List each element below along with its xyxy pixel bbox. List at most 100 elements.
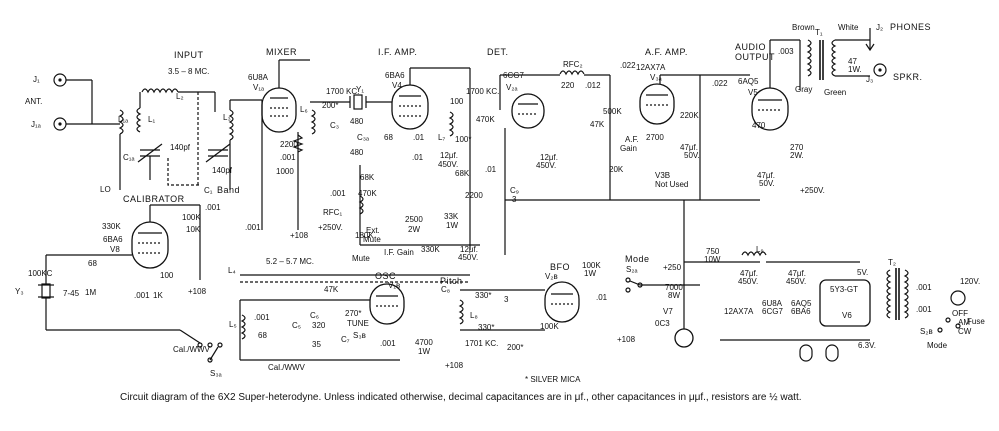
tube-v2a: 6CG7 V₂ₐ bbox=[503, 71, 545, 129]
svg-text:+108: +108 bbox=[445, 361, 464, 370]
svg-text:.003: .003 bbox=[778, 47, 794, 56]
svg-text:100K: 100K bbox=[540, 322, 559, 331]
svg-text:47μf.: 47μf. bbox=[757, 171, 775, 180]
svg-text:L₈: L₈ bbox=[470, 311, 478, 320]
section-af-amp: A.F. AMP. bbox=[645, 47, 688, 57]
label-silver-mica: * SILVER MICA bbox=[525, 375, 581, 384]
choke-l9: L₉ bbox=[741, 245, 767, 257]
svg-text:V₂ʙ: V₂ʙ bbox=[545, 272, 558, 281]
coil-l8 bbox=[458, 299, 464, 325]
svg-text:.001: .001 bbox=[330, 189, 346, 198]
svg-text:J₃: J₃ bbox=[866, 75, 873, 84]
svg-text:470K: 470K bbox=[476, 115, 495, 124]
svg-text:50V.: 50V. bbox=[759, 179, 775, 188]
caption: Circuit diagram of the 6X2 Super-heterod… bbox=[120, 392, 802, 403]
section-bfo: BFO bbox=[550, 262, 570, 272]
svg-text:12μf.: 12μf. bbox=[540, 153, 558, 162]
svg-text:2500: 2500 bbox=[405, 215, 423, 224]
svg-text:120V.: 120V. bbox=[960, 277, 980, 286]
svg-text:Gray: Gray bbox=[795, 85, 812, 94]
svg-text:OFF: OFF bbox=[952, 309, 968, 318]
label-af-gain-2: Gain bbox=[620, 144, 637, 153]
svg-text:10K: 10K bbox=[186, 225, 201, 234]
svg-text:100K: 100K bbox=[182, 213, 201, 222]
svg-text:1700 KC.: 1700 KC. bbox=[466, 87, 499, 96]
svg-text:100*: 100* bbox=[455, 135, 471, 144]
svg-text:7000: 7000 bbox=[665, 283, 683, 292]
svg-text:.001: .001 bbox=[916, 283, 932, 292]
svg-text:+108: +108 bbox=[617, 335, 636, 344]
svg-text:L₆: L₆ bbox=[300, 105, 308, 114]
svg-text:V5: V5 bbox=[748, 88, 758, 97]
svg-text:+108: +108 bbox=[290, 231, 309, 240]
section-output: OUTPUT bbox=[735, 52, 775, 62]
svg-text:220K: 220K bbox=[680, 111, 699, 120]
svg-text:450V.: 450V. bbox=[786, 277, 806, 286]
svg-text:8W: 8W bbox=[668, 291, 680, 300]
section-mode: Mode bbox=[625, 254, 650, 264]
svg-text:RFC₂: RFC₂ bbox=[563, 60, 583, 69]
svg-text:C₁ₐ: C₁ₐ bbox=[123, 153, 135, 162]
svg-text:V3B: V3B bbox=[655, 171, 670, 180]
svg-text:500K: 500K bbox=[603, 107, 622, 116]
svg-text:C₃: C₃ bbox=[330, 121, 339, 130]
svg-text:20K: 20K bbox=[609, 165, 624, 174]
svg-text:1701 KC.: 1701 KC. bbox=[465, 339, 498, 348]
coil-l2: L₂ bbox=[141, 88, 184, 101]
section-det: DET. bbox=[487, 47, 509, 57]
svg-text:6BA6: 6BA6 bbox=[103, 235, 123, 244]
svg-text:Y₁: Y₁ bbox=[356, 85, 364, 94]
section-input: INPUT bbox=[174, 50, 204, 60]
svg-text:68: 68 bbox=[258, 331, 267, 340]
label-ext-mute-2: Mute bbox=[363, 235, 381, 244]
svg-text:50V.: 50V. bbox=[684, 151, 700, 160]
svg-text:140pf: 140pf bbox=[170, 143, 191, 152]
svg-text:6BA6: 6BA6 bbox=[385, 71, 405, 80]
svg-text:1000: 1000 bbox=[276, 167, 294, 176]
svg-text:Brown: Brown bbox=[792, 23, 815, 32]
svg-text:470K: 470K bbox=[358, 189, 377, 198]
svg-text:450V.: 450V. bbox=[458, 253, 478, 262]
svg-text:V₃ₐ: V₃ₐ bbox=[650, 73, 663, 82]
label-ant: ANT. bbox=[25, 97, 42, 106]
resistor-mix bbox=[292, 134, 304, 153]
section-pitch: Pitch bbox=[440, 276, 463, 286]
svg-text:V6: V6 bbox=[842, 311, 852, 320]
jack-j1: J₁ bbox=[33, 73, 92, 87]
coil-l3: L₃ bbox=[223, 109, 234, 141]
tube-v6: 5Y3-GT V6 bbox=[819, 279, 871, 327]
svg-text:L₁: L₁ bbox=[148, 115, 155, 124]
svg-text:4700: 4700 bbox=[415, 338, 433, 347]
section-input-range: 3.5 – 8 MC. bbox=[168, 67, 209, 76]
svg-text:J₂: J₂ bbox=[876, 23, 883, 32]
svg-text:68K: 68K bbox=[360, 173, 375, 182]
svg-text:200*: 200* bbox=[507, 343, 523, 352]
svg-text:47μf.: 47μf. bbox=[680, 143, 698, 152]
svg-text:6AQ5: 6AQ5 bbox=[791, 299, 812, 308]
svg-text:330*: 330* bbox=[478, 323, 494, 332]
lamp bbox=[950, 290, 966, 306]
pilot-lamps bbox=[799, 344, 839, 362]
svg-text:140pf: 140pf bbox=[212, 166, 233, 175]
svg-text:180K: 180K bbox=[355, 231, 374, 240]
svg-text:.01: .01 bbox=[485, 165, 497, 174]
svg-text:3: 3 bbox=[504, 295, 509, 304]
label-cal-wwv-1: Cal./WWV bbox=[173, 345, 211, 354]
svg-text:.012: .012 bbox=[585, 81, 601, 90]
svg-text:+250V.: +250V. bbox=[800, 186, 825, 195]
svg-text:2W.: 2W. bbox=[790, 151, 804, 160]
coil-l1a: L₁ₐ bbox=[118, 109, 129, 135]
svg-text:200*: 200* bbox=[322, 101, 338, 110]
tube-v4: 6BA6 V4 bbox=[385, 71, 429, 130]
svg-text:S₃ʙ: S₃ʙ bbox=[353, 331, 366, 340]
svg-text:2W: 2W bbox=[408, 225, 420, 234]
svg-text:Mode: Mode bbox=[927, 341, 948, 350]
svg-text:220: 220 bbox=[561, 81, 575, 90]
svg-text:+250V.: +250V. bbox=[318, 223, 343, 232]
svg-text:.001: .001 bbox=[280, 153, 296, 162]
svg-text:L₇: L₇ bbox=[438, 133, 445, 142]
svg-text:6.3V.: 6.3V. bbox=[858, 341, 876, 350]
svg-text:.001: .001 bbox=[134, 291, 150, 300]
svg-text:100: 100 bbox=[450, 97, 464, 106]
